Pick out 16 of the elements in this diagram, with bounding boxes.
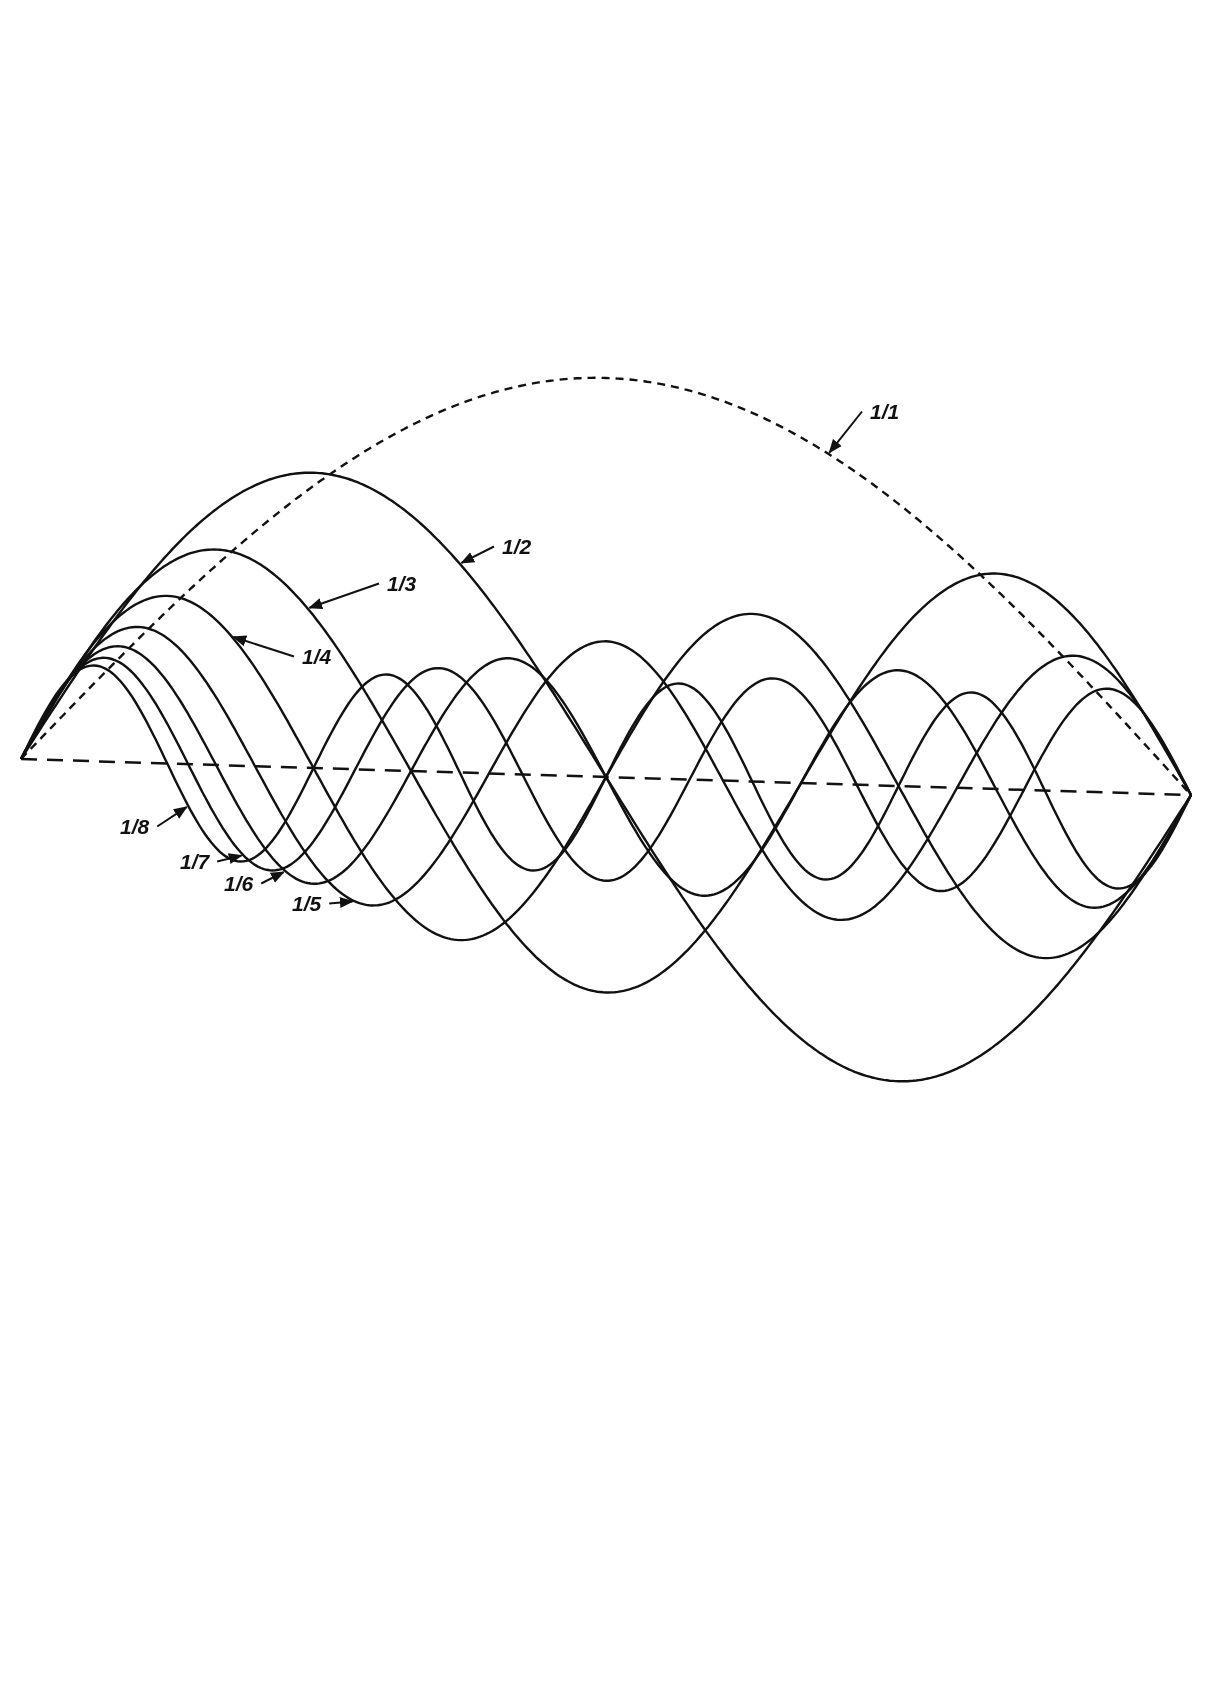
leader-arrow xyxy=(328,896,354,909)
fraction-label: 1/4 xyxy=(300,645,334,668)
leader-arrow xyxy=(232,635,295,658)
fraction-label: 1/2 xyxy=(500,535,534,558)
leader-arrow xyxy=(216,853,243,865)
leader-arrow xyxy=(460,545,495,564)
fraction-label: 1/7 xyxy=(178,850,212,873)
leader-arrow xyxy=(828,410,863,454)
leader-arrow xyxy=(308,582,380,609)
fraction-label: 1/5 xyxy=(290,892,324,915)
fraction-label: 1/3 xyxy=(385,572,419,595)
fraction-label: 1/1 xyxy=(868,400,902,423)
leader-arrow xyxy=(260,871,285,885)
fraction-label: 1/8 xyxy=(118,815,152,838)
fraction-label: 1/6 xyxy=(222,872,256,895)
leader-arrow xyxy=(156,806,188,828)
